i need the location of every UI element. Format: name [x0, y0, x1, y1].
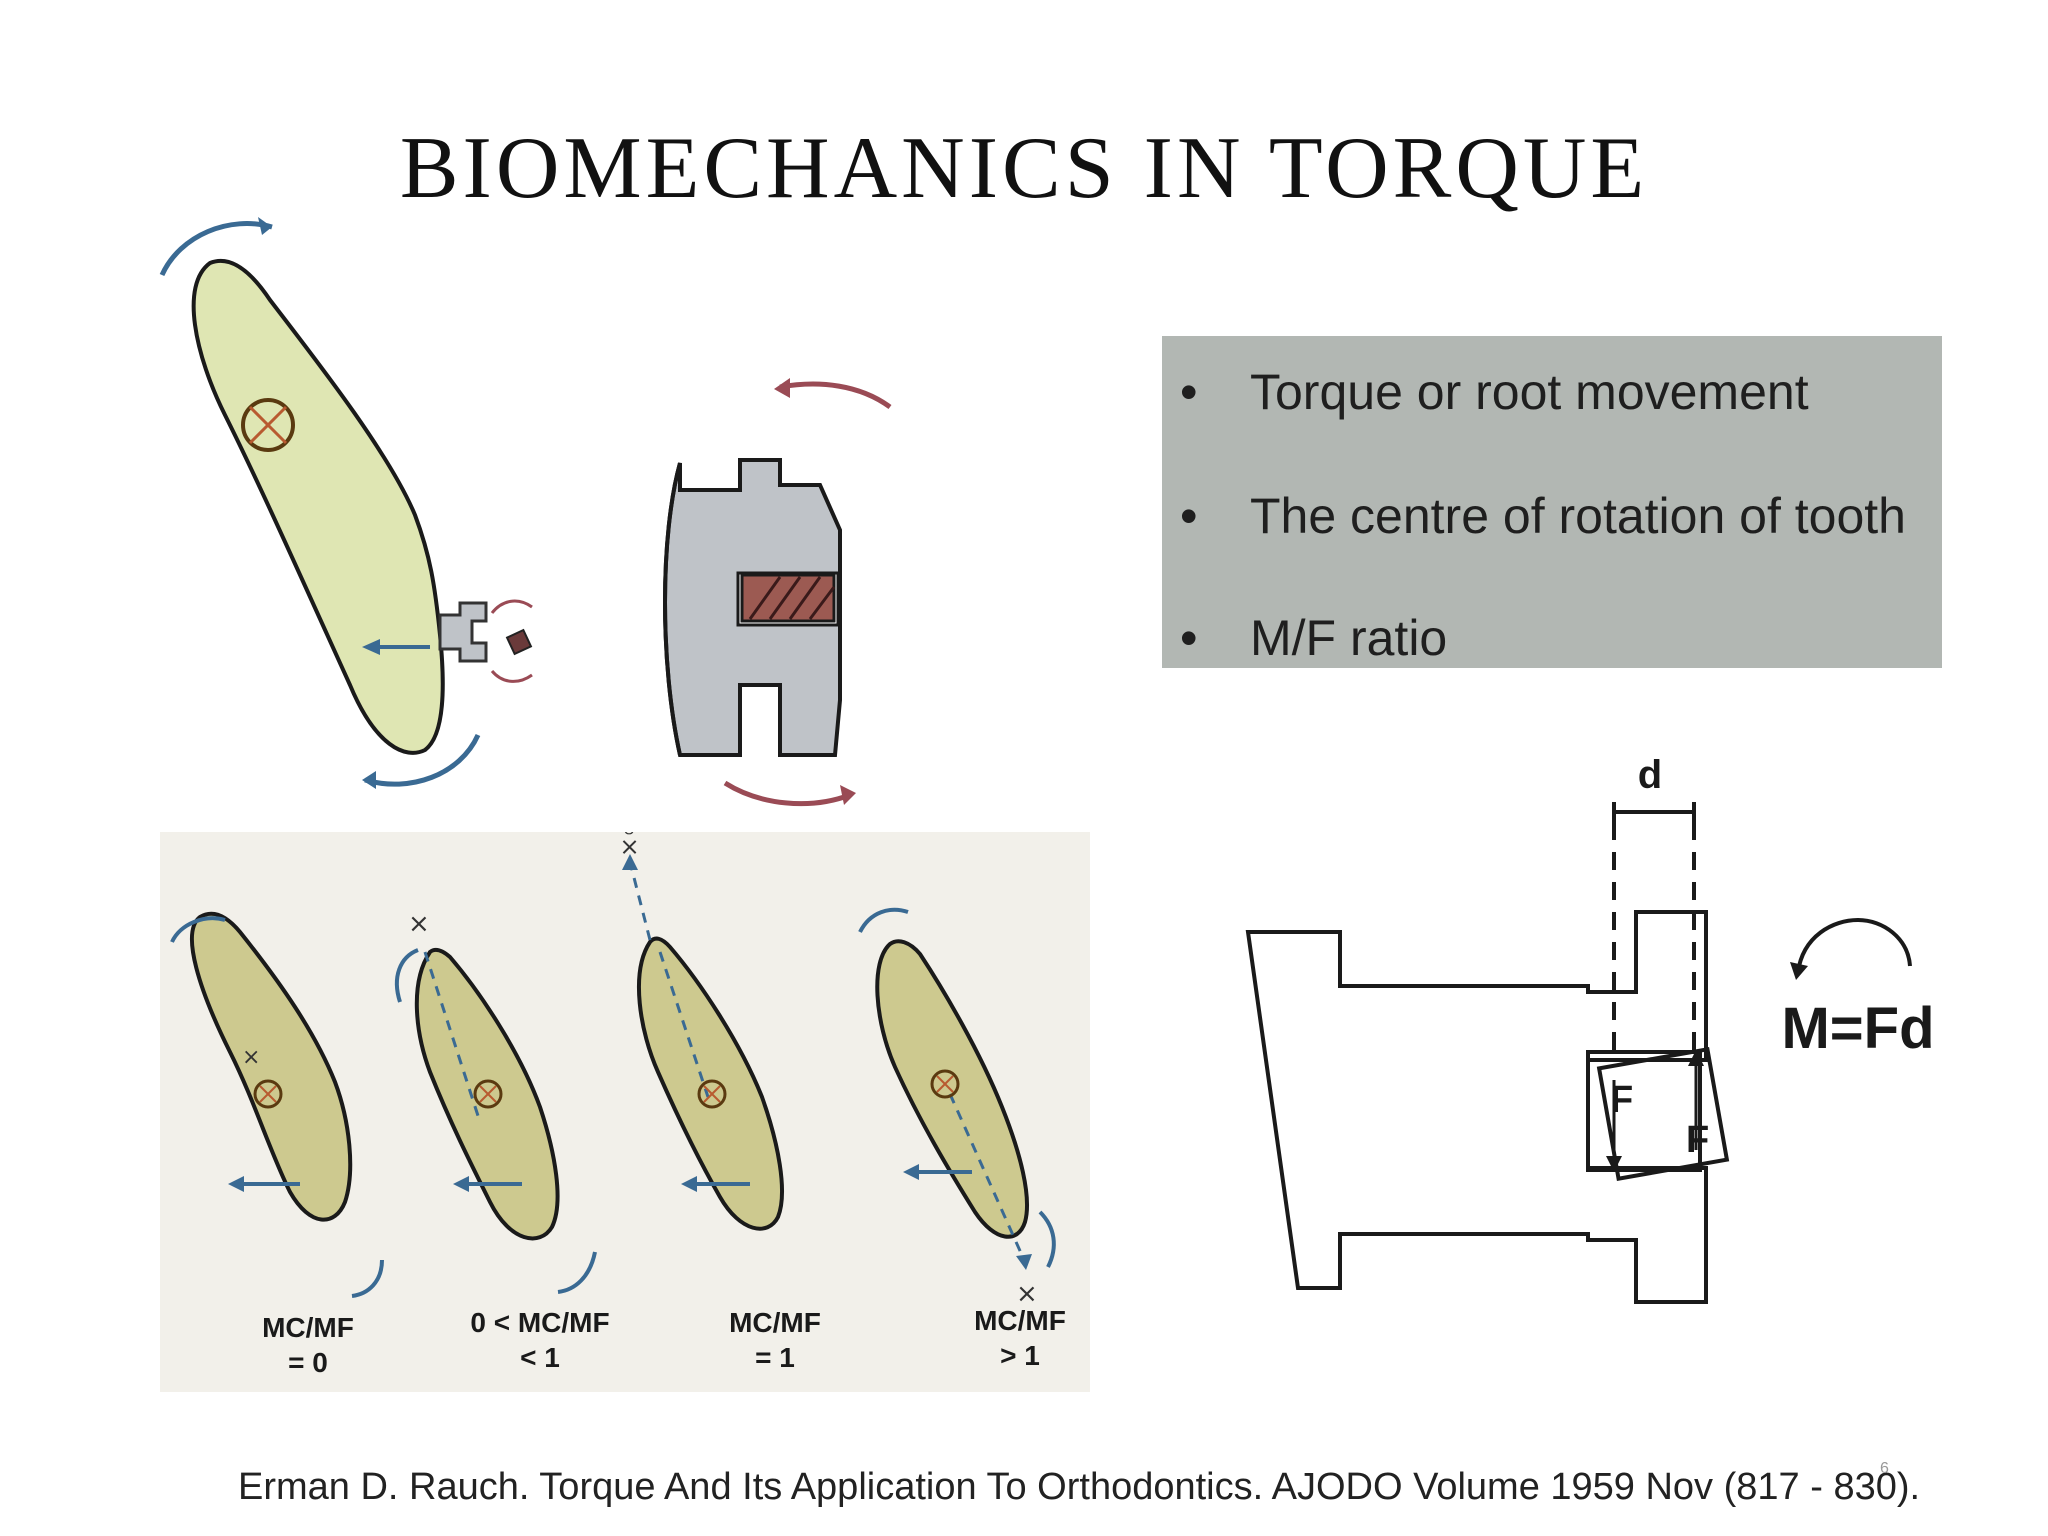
bullet-symbol: •	[1180, 610, 1198, 666]
wire-outline-icon	[1586, 1050, 1702, 1172]
mf-ratio-panel: × × ∞×	[160, 832, 1090, 1392]
rotation-arrow-red-bottom-icon	[723, 780, 851, 807]
infinity-center-mark: ∞×	[616, 832, 644, 857]
rotation-arrow-top-icon	[159, 221, 273, 277]
small-wire-icon	[505, 628, 533, 656]
moment-diagram: d F F M=Fd	[1218, 740, 1978, 1320]
force-label-1: F	[1610, 1079, 1633, 1121]
citation: Erman D. Rauch. Torque And Its Applicati…	[238, 1466, 1921, 1508]
rotated-wire-icon	[1596, 1046, 1730, 1182]
ratio-label-3-line2: = 1	[755, 1342, 795, 1373]
tooth-4: ×	[858, 907, 1056, 1309]
center-of-resistance-icon	[241, 398, 295, 452]
slide-title: BIOMECHANICS IN TORQUE	[399, 120, 1649, 217]
tooth-1: ×	[170, 911, 384, 1298]
tooth-2: ×	[394, 909, 597, 1294]
bullet-symbol: •	[1180, 488, 1198, 544]
page-number: 6	[1880, 1460, 1889, 1477]
ratio-label-1-line1: MC/MF	[262, 1312, 354, 1343]
bullet-text: Torque or root movement	[1250, 364, 1809, 420]
center-mark: ×	[408, 909, 430, 939]
tooth-shape	[191, 258, 445, 755]
bullet-symbol: •	[1180, 364, 1198, 420]
ratio-label-2-line2: < 1	[520, 1342, 560, 1373]
rotation-arrow-bottom-icon	[364, 733, 481, 787]
ratio-label-1-line2: = 0	[288, 1347, 328, 1378]
ratio-label-2-line1: 0 < MC/MF	[470, 1307, 609, 1338]
ratio-label-4-line1: MC/MF	[974, 1305, 1066, 1336]
tooth-bracket-figure	[140, 215, 940, 815]
bullet-text: M/F ratio	[1250, 610, 1448, 666]
distance-label: d	[1638, 753, 1662, 797]
moment-formula: M=Fd	[1781, 996, 1934, 1061]
small-bracket-icon	[438, 601, 488, 663]
force-label-2: F	[1686, 1119, 1709, 1161]
center-mark: ×	[242, 1045, 260, 1070]
ratio-label-4-line2: > 1	[1000, 1340, 1040, 1371]
bullet-text: The centre of rotation of tooth	[1250, 488, 1906, 544]
rotation-arrow-red-top-icon	[779, 381, 892, 410]
bullet-box: • Torque or root movement • The centre o…	[1162, 336, 1942, 668]
tooth-3: ∞×	[616, 832, 784, 1231]
moment-arrow-icon	[1796, 917, 1912, 973]
center-mark: ×	[1016, 1279, 1038, 1309]
ratio-label-3-line1: MC/MF	[729, 1307, 821, 1338]
rectangular-wire-icon	[740, 573, 836, 623]
